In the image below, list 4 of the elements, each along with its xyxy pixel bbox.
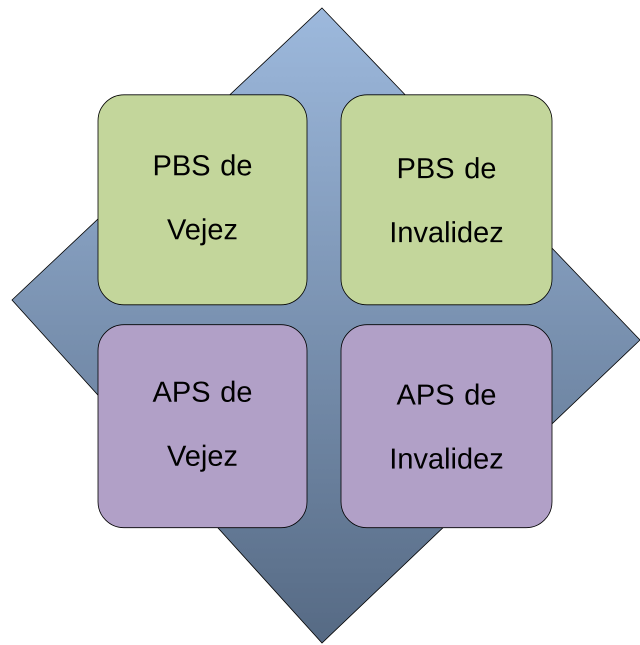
label-box: APS de Vejez [98,324,308,528]
label-box: APS de Invalidez [340,324,552,528]
label-box: PBS de Invalidez [340,94,552,306]
label-box: PBS de Vejez [98,94,308,306]
